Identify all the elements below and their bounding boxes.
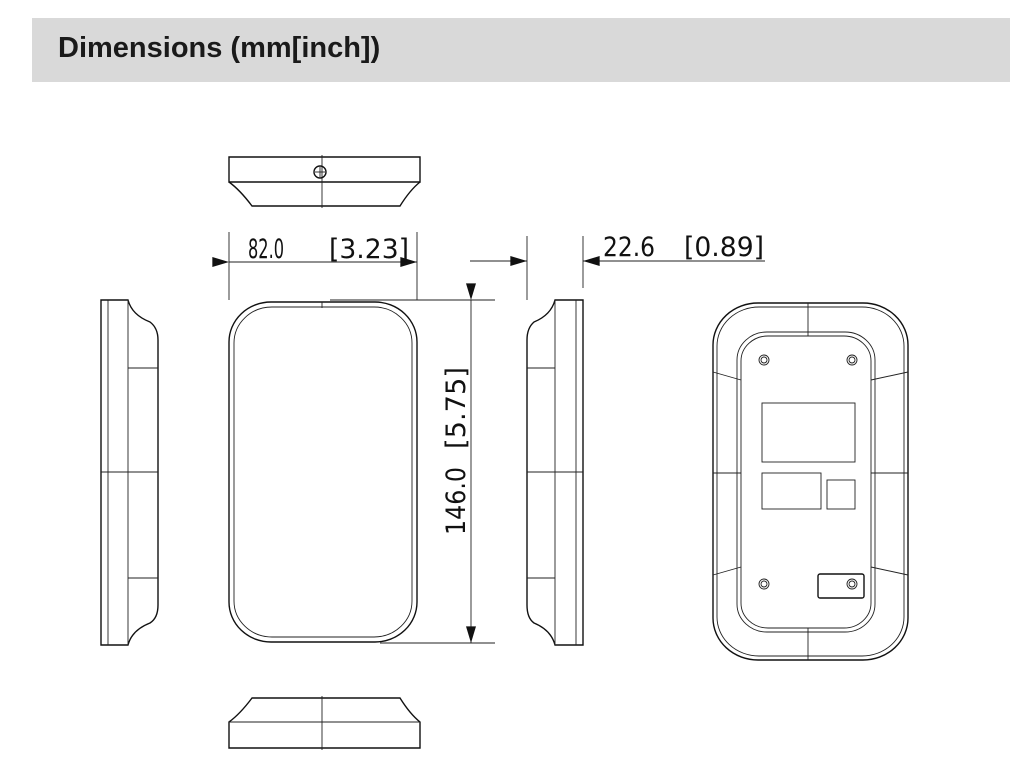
depth-mm: 22.6: [603, 232, 655, 263]
screw-icon: [313, 165, 327, 179]
depth-dimension: 22.6 [0.89]: [470, 232, 765, 300]
bottom-view: [228, 696, 421, 750]
height-inch: [5.75]: [441, 367, 472, 449]
height-mm: 146.0: [441, 467, 472, 535]
top-view: [228, 155, 421, 208]
width-inch: [3.23]: [329, 234, 409, 265]
front-view: [228, 301, 418, 643]
right-side-view: [526, 299, 584, 646]
section-header: Dimensions (mm[inch]): [32, 18, 1010, 82]
height-dimension: 146.0 [5.75]: [330, 283, 495, 644]
section-title: Dimensions (mm[inch]): [58, 32, 381, 64]
back-view: [712, 302, 909, 661]
width-dimension: 82.0 [3.23]: [212, 232, 418, 300]
width-mm: 82.0: [248, 234, 284, 265]
left-side-view: [100, 299, 159, 646]
depth-inch: [0.89]: [684, 232, 764, 263]
